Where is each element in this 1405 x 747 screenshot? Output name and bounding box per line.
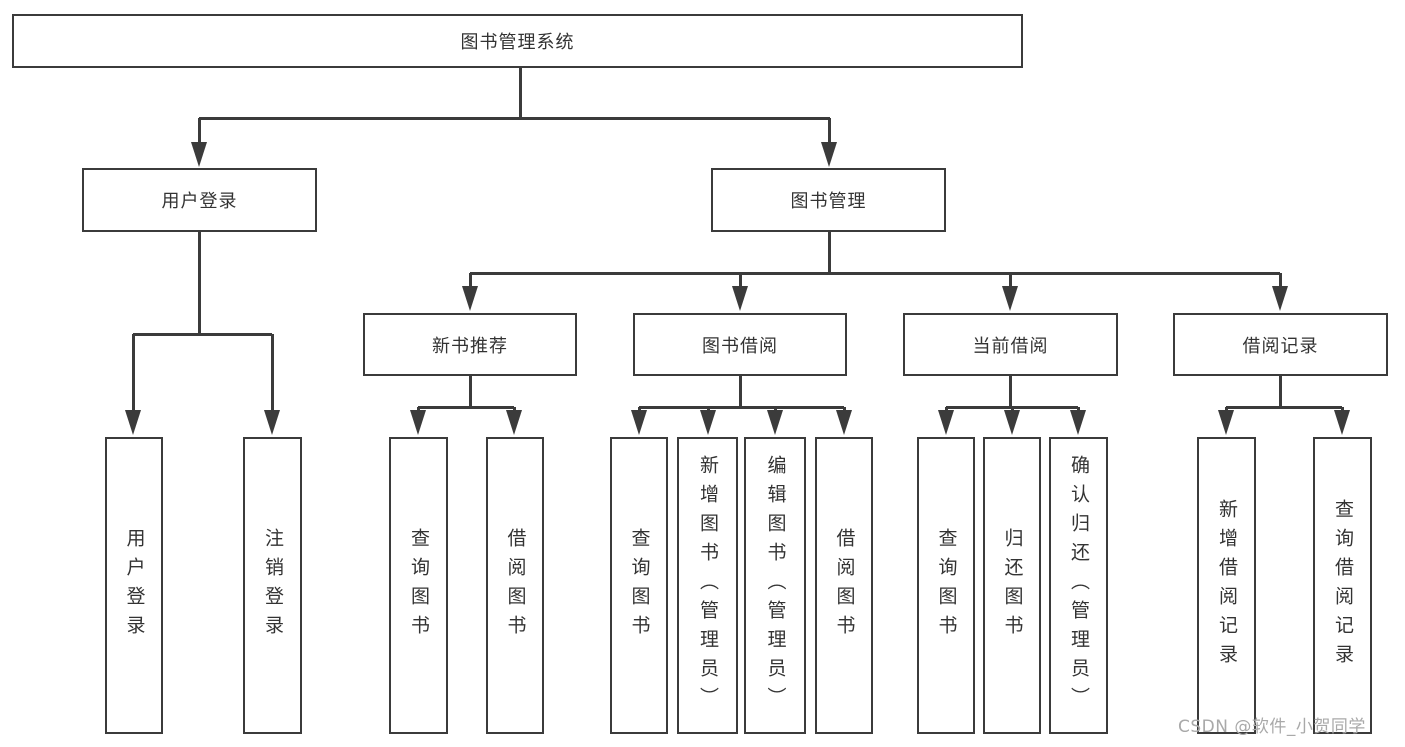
arrowhead-down-icon xyxy=(1218,410,1234,435)
node-user-login: 用户登录 xyxy=(82,168,317,232)
edge-vline xyxy=(469,273,472,289)
edge-hline xyxy=(418,406,514,409)
node-current-borrowing-label: 当前借阅 xyxy=(972,335,1049,357)
edge-vline xyxy=(469,376,472,407)
node-current-borrowing: 当前借阅 xyxy=(903,313,1118,376)
edge-vline xyxy=(271,334,274,412)
arrowhead-down-icon xyxy=(410,410,426,435)
arrowhead-down-icon xyxy=(1002,286,1018,311)
node-leaf-add-borrow-record-label: 新增借阅记录 xyxy=(1216,498,1238,673)
arrowhead-down-icon xyxy=(125,410,141,435)
node-leaf-add-books-admin: 新增图书（管理员） xyxy=(677,437,738,734)
node-leaf-query-books-borrowing-label: 查询图书 xyxy=(628,527,651,644)
node-leaf-borrow-books-recommend: 借阅图书 xyxy=(486,437,544,734)
node-user-login-label: 用户登录 xyxy=(161,191,238,212)
edge-hline xyxy=(470,272,1280,275)
node-leaf-logout: 注销登录 xyxy=(243,437,302,734)
node-leaf-borrow-books-recommend-label: 借阅图书 xyxy=(504,527,527,644)
node-leaf-confirm-return-admin-label: 确认归还（管理员） xyxy=(1068,455,1090,716)
arrowhead-down-icon xyxy=(836,410,852,435)
edge-vline xyxy=(198,232,201,334)
node-leaf-query-borrow-record: 查询借阅记录 xyxy=(1313,437,1372,734)
edge-vline xyxy=(198,118,201,145)
edge-hline xyxy=(1226,406,1342,409)
node-borrowing-records-label: 借阅记录 xyxy=(1242,335,1319,357)
arrowhead-down-icon xyxy=(1272,286,1288,311)
edge-vline xyxy=(519,68,522,118)
node-leaf-confirm-return-admin: 确认归还（管理员） xyxy=(1049,437,1108,734)
node-leaf-borrow-books-borrowing-label: 借阅图书 xyxy=(833,527,856,644)
edge-hline xyxy=(639,406,844,409)
arrowhead-down-icon xyxy=(264,410,280,435)
node-leaf-query-books-current-label: 查询图书 xyxy=(935,527,958,644)
node-book-management: 图书管理 xyxy=(711,168,946,232)
edge-vline xyxy=(828,118,831,145)
node-leaf-edit-books-admin: 编辑图书（管理员） xyxy=(744,437,806,734)
arrowhead-down-icon xyxy=(1070,410,1086,435)
arrowhead-down-icon xyxy=(462,286,478,311)
arrowhead-down-icon xyxy=(1004,410,1020,435)
edge-hline xyxy=(133,333,272,336)
node-new-book-recommend-label: 新书推荐 xyxy=(432,335,508,357)
node-leaf-logout-label: 注销登录 xyxy=(262,527,284,644)
watermark-text: CSDN @软件_小贺同学 xyxy=(1178,717,1366,737)
arrowhead-down-icon xyxy=(631,410,647,435)
node-book-management-label: 图书管理 xyxy=(790,191,867,212)
arrowhead-down-icon xyxy=(700,410,716,435)
edge-vline xyxy=(1009,273,1012,289)
arrowhead-down-icon xyxy=(191,142,207,167)
node-root-label: 图书管理系统 xyxy=(460,32,575,53)
node-leaf-return-books-label: 归还图书 xyxy=(1001,527,1024,644)
edge-hline xyxy=(199,117,830,120)
edge-vline xyxy=(739,376,742,407)
node-new-book-recommend: 新书推荐 xyxy=(363,313,577,376)
node-leaf-add-borrow-record: 新增借阅记录 xyxy=(1197,437,1256,734)
arrowhead-down-icon xyxy=(938,410,954,435)
node-borrowing-records: 借阅记录 xyxy=(1173,313,1388,376)
node-leaf-edit-books-admin-label: 编辑图书（管理员） xyxy=(764,455,787,716)
node-leaf-add-books-admin-label: 新增图书（管理员） xyxy=(697,455,719,716)
node-leaf-query-books-borrowing: 查询图书 xyxy=(610,437,668,734)
edge-vline xyxy=(828,232,831,273)
arrowhead-down-icon xyxy=(821,142,837,167)
node-leaf-query-borrow-record-label: 查询借阅记录 xyxy=(1332,498,1354,673)
node-leaf-query-books-recommend: 查询图书 xyxy=(389,437,448,734)
arrowhead-down-icon xyxy=(767,410,783,435)
arrowhead-down-icon xyxy=(1334,410,1350,435)
arrowhead-down-icon xyxy=(732,286,748,311)
edge-hline xyxy=(946,406,1078,409)
edge-vline xyxy=(739,273,742,289)
edge-vline xyxy=(1279,273,1282,289)
arrowhead-down-icon xyxy=(506,410,522,435)
edge-vline xyxy=(1279,376,1282,407)
node-leaf-user-login-label: 用户登录 xyxy=(123,527,146,644)
edge-vline xyxy=(132,334,135,412)
node-root: 图书管理系统 xyxy=(12,14,1023,68)
edge-vline xyxy=(1009,376,1012,407)
node-leaf-return-books: 归还图书 xyxy=(983,437,1041,734)
node-book-borrowing: 图书借阅 xyxy=(633,313,847,376)
node-leaf-borrow-books-borrowing: 借阅图书 xyxy=(815,437,873,734)
node-leaf-query-books-recommend-label: 查询图书 xyxy=(408,527,430,644)
node-book-borrowing-label: 图书借阅 xyxy=(702,335,778,357)
node-leaf-user-login: 用户登录 xyxy=(105,437,163,734)
node-leaf-query-books-current: 查询图书 xyxy=(917,437,975,734)
